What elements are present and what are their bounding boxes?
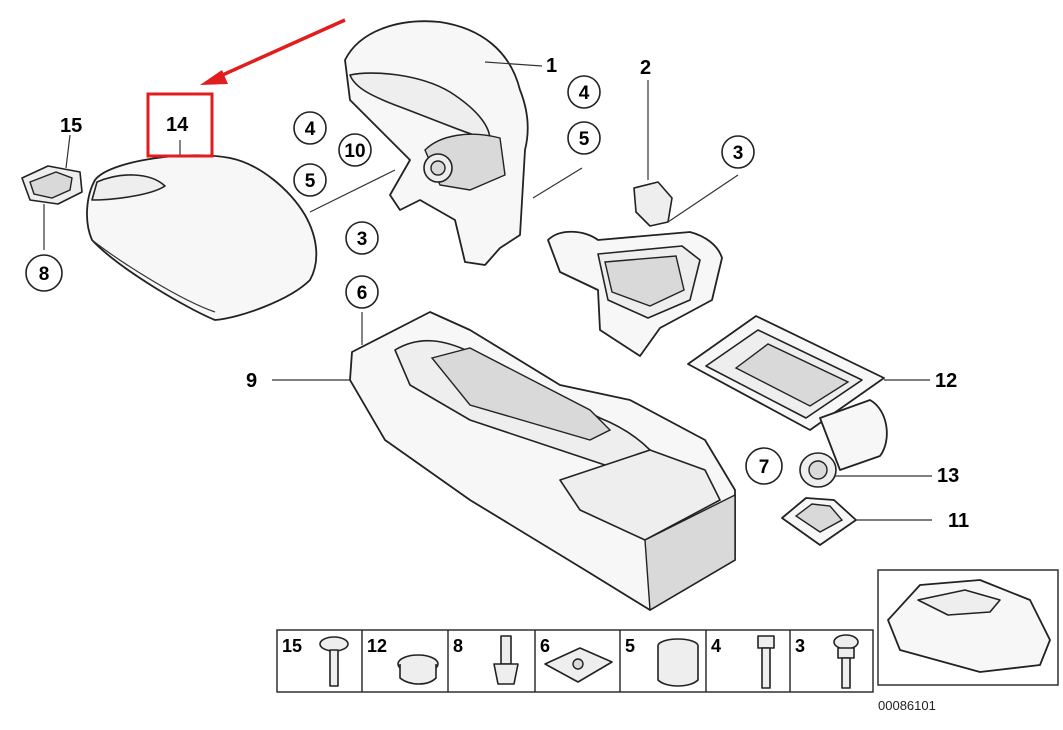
circled-callout-3b: 3 [345,221,379,255]
table-cell-4: 4 [711,636,721,656]
part-9-cap [781,497,932,546]
table-cell-6: 6 [540,636,550,656]
callout-2: 2 [640,57,651,79]
highlight-arrow [200,18,346,85]
svg-text:7: 7 [759,457,770,478]
part-11-roller [799,399,932,488]
part-3-storage-tray [547,174,739,357]
sleeve-5-icon [657,638,699,687]
svg-text:4: 4 [579,83,590,104]
circled-callout-5b: 5 [293,163,327,197]
circled-callout-5a: 5 [567,121,601,155]
part-13-armrest-lid [86,140,318,321]
screw-15-icon [319,636,349,687]
circled-callout-12: 7 [745,447,783,485]
car-thumbnail [877,569,1059,686]
pin-8-icon [493,635,519,685]
callout-13: 14 [166,114,189,136]
circled-callout-15: 8 [25,254,63,292]
callout-10: 12 [935,370,957,392]
part-7-center-console [272,311,736,612]
svg-text:5: 5 [579,129,590,150]
table-cell-3: 3 [795,636,805,656]
svg-text:8: 8 [39,264,50,285]
fastener-table: 15 12 8 6 5 4 3 [276,629,874,693]
circled-callout-3a: 3 [721,135,755,169]
circled-callout-6: 6 [345,275,379,309]
bolt-4-icon [757,635,775,689]
plug-12-icon [397,654,439,685]
table-cell-12: 12 [367,636,387,656]
callout-14: 15 [60,115,82,137]
svg-text:3: 3 [357,229,368,250]
callout-9: 11 [948,510,969,532]
svg-text:3: 3 [733,143,744,164]
part-1-hinge-assembly [309,20,583,266]
callout-1: 1 [546,55,557,77]
table-cell-8: 8 [453,636,463,656]
screw-3-icon [833,634,859,689]
callout-7: 9 [246,370,257,392]
svg-text:5: 5 [305,171,316,192]
table-cell-5: 5 [625,636,635,656]
part-10-tray-insert [687,315,930,431]
svg-text:6: 6 [357,283,368,304]
circled-callout-8: 10 [338,133,372,167]
part-2-clip [633,80,673,227]
svg-text:4: 4 [305,119,316,140]
clip-nut-6-icon [544,647,613,683]
part-14-clip [21,134,83,250]
highlight-box-13 [146,92,214,158]
circled-callout-4a: 4 [567,75,601,109]
table-cell-15: 15 [282,636,302,656]
diagram-code: 00086101 [878,698,936,713]
circled-callout-4b: 4 [293,111,327,145]
callout-11: 13 [937,465,959,487]
svg-text:10: 10 [344,141,365,162]
